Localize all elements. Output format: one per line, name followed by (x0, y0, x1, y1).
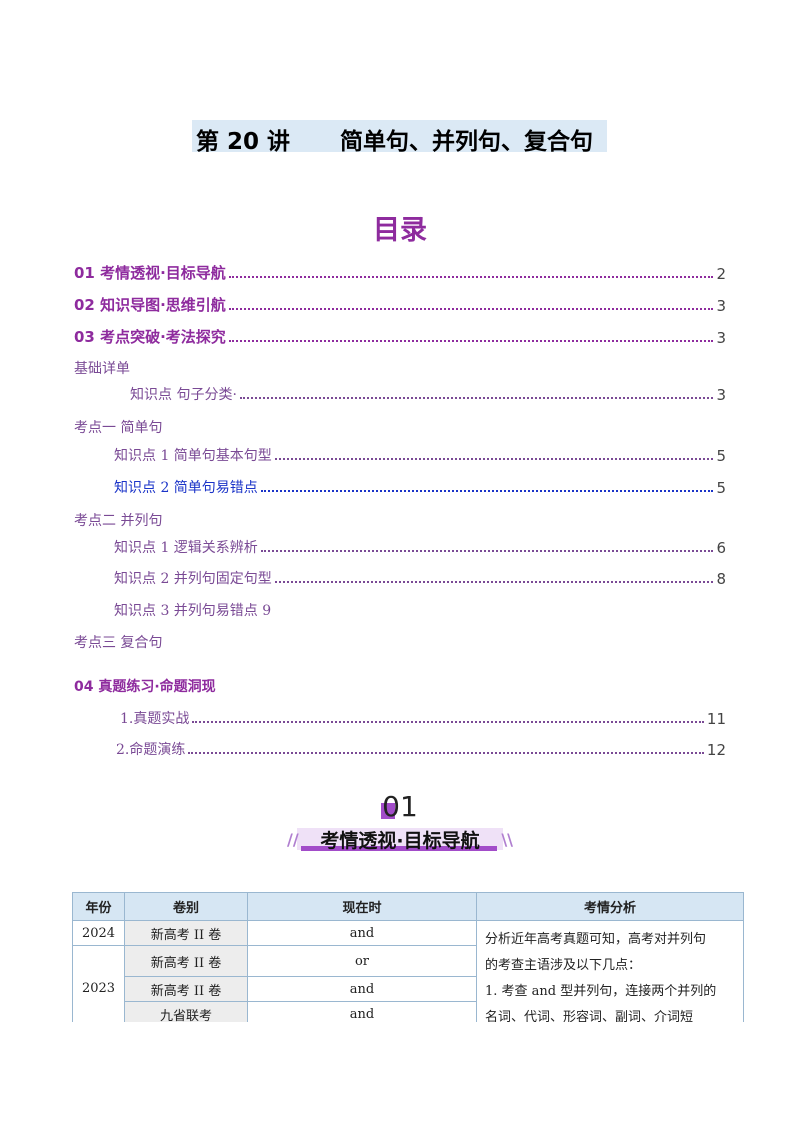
tense-cell: and (247, 920, 477, 946)
section-title-bg (297, 828, 503, 850)
toc-page: 11 (706, 710, 726, 728)
toc-page: 2 (716, 265, 726, 283)
header-analysis: 考情分析 (476, 892, 744, 921)
analysis-line: 名词、代词、形容词、副词、介词短 (485, 1010, 694, 1025)
toc-leader (274, 581, 714, 583)
toc-entry-03[interactable]: 03 考点突破·考法探究 3 (74, 326, 726, 347)
lecture-number: 第 20 讲 (196, 129, 291, 155)
table-row: 2024 新高考 II 卷 and 分析近年高考真题可知，高考对并列句 的考查主… (72, 920, 744, 1031)
toc-entry-simple-patterns[interactable]: 知识点 1 简单句基本句型 5 (114, 445, 726, 465)
toc-page: 8 (716, 570, 726, 588)
toc-entry-sentence-types[interactable]: 知识点 句子分类· 3 (130, 384, 726, 404)
toc-entry-label: 知识点 1 逻辑关系辨析 (114, 540, 258, 556)
toc-entry-practice[interactable]: 2.命题演练 12 (116, 739, 726, 759)
tense-cell: or (247, 945, 477, 977)
section-title-band: // \\ 考情透视·目标导航 (287, 826, 513, 852)
toc-entry-label: 01 考情透视·目标导航 (74, 264, 226, 282)
tense-cell: and (247, 976, 477, 1002)
toc-entry-02[interactable]: 02 知识导图·思维引航 3 (74, 294, 726, 315)
toc-entry-label: 知识点 句子分类· (130, 387, 237, 403)
toc-entry-04[interactable]: 04 真题练习·命题洞现 (74, 676, 726, 696)
toc-leader (239, 397, 714, 399)
toc-page: 5 (716, 447, 726, 465)
section-number-accent (381, 803, 395, 819)
toc-page: 3 (716, 386, 726, 404)
toc-leader (228, 276, 714, 278)
header-year: 年份 (72, 892, 125, 921)
analysis-line: 1. 考查 and 型并列句，连接两个并列的 (485, 984, 717, 999)
header-paper: 卷别 (124, 892, 248, 921)
toc-page: 6 (716, 539, 726, 557)
toc-heading: 目录 (373, 215, 427, 246)
analysis-line: 分析近年高考真题可知，高考对并列句 (485, 932, 707, 947)
toc-entry-fixed-patterns[interactable]: 知识点 2 并列句固定句型 8 (114, 568, 726, 588)
toc-entry-label: 知识点 2 并列句固定句型 (114, 571, 272, 587)
section-title: 考情透视·目标导航 (320, 830, 480, 852)
toc-entry-label: 1.真题实战 (120, 711, 190, 727)
paper-cell: 新高考 II 卷 (124, 976, 248, 1002)
toc-leader (192, 721, 704, 723)
title-highlight (192, 120, 607, 152)
toc-entry-label: 知识点 1 简单句基本句型 (114, 448, 272, 464)
toc-leader (260, 550, 714, 552)
toc-page: 12 (706, 741, 726, 759)
toc-page: 5 (716, 479, 726, 497)
toc-entry-label: 04 真题练习·命题洞现 (74, 679, 216, 695)
section-number: 01 (382, 790, 418, 823)
year-cell: 2023 (72, 945, 125, 1032)
toc-entry-label: 知识点 2 简单句易错点 (114, 480, 258, 496)
toc-leader (228, 340, 714, 342)
section-title-underline (301, 846, 497, 851)
page-cut (60, 1022, 760, 1042)
toc-leader (228, 308, 714, 310)
table-row: 2023 新高考 II 卷 or (72, 945, 744, 1032)
paper-cell: 新高考 II 卷 (124, 945, 248, 977)
analysis-cell: 分析近年高考真题可知，高考对并列句 的考查主语涉及以下几点： 1. 考查 and… (476, 920, 744, 1031)
toc-page: 3 (716, 297, 726, 315)
toc-entry-label: 03 考点突破·考法探究 (74, 328, 226, 346)
toc-entry-label: 2.命题演练 (116, 742, 186, 758)
toc-group-basics: 基础详单 (74, 361, 130, 377)
toc-group-simple: 考点一 简单句 (74, 420, 163, 436)
toc-leader (188, 752, 704, 754)
toc-entry-real-exams[interactable]: 1.真题实战 11 (120, 708, 726, 728)
toc-entry-compound-errors[interactable]: 知识点 3 并列句易错点 9 (114, 603, 272, 619)
toc-page: 3 (716, 329, 726, 347)
toc-entry-simple-errors[interactable]: 知识点 2 简单句易错点 5 (114, 477, 726, 497)
toc-leader (274, 458, 714, 460)
toc-entry-01[interactable]: 01 考情透视·目标导航 2 (74, 262, 726, 283)
exam-analysis-table: 年份 卷别 现在时 考情分析 2024 新高考 II 卷 and 分析近年高考真… (72, 892, 744, 1032)
toc-entry-logic[interactable]: 知识点 1 逻辑关系辨析 6 (114, 537, 726, 557)
toc-leader (260, 490, 714, 492)
lecture-title: 简单句、并列句、复合句 (340, 129, 593, 155)
left-slash-decoration: // (287, 830, 299, 849)
analysis-line: 的考查主语涉及以下几点： (485, 958, 642, 973)
year-cell: 2024 (72, 920, 125, 946)
table-row: 新高考 II 卷 and (73, 976, 744, 1002)
toc-group-compound: 考点二 并列句 (74, 513, 163, 529)
paper-cell: 新高考 II 卷 (124, 920, 248, 946)
toc-entry-label: 02 知识导图·思维引航 (74, 296, 226, 314)
header-tense: 现在时 (247, 892, 477, 921)
toc-group-complex: 考点三 复合句 (74, 635, 163, 651)
right-slash-decoration: \\ (501, 830, 513, 849)
